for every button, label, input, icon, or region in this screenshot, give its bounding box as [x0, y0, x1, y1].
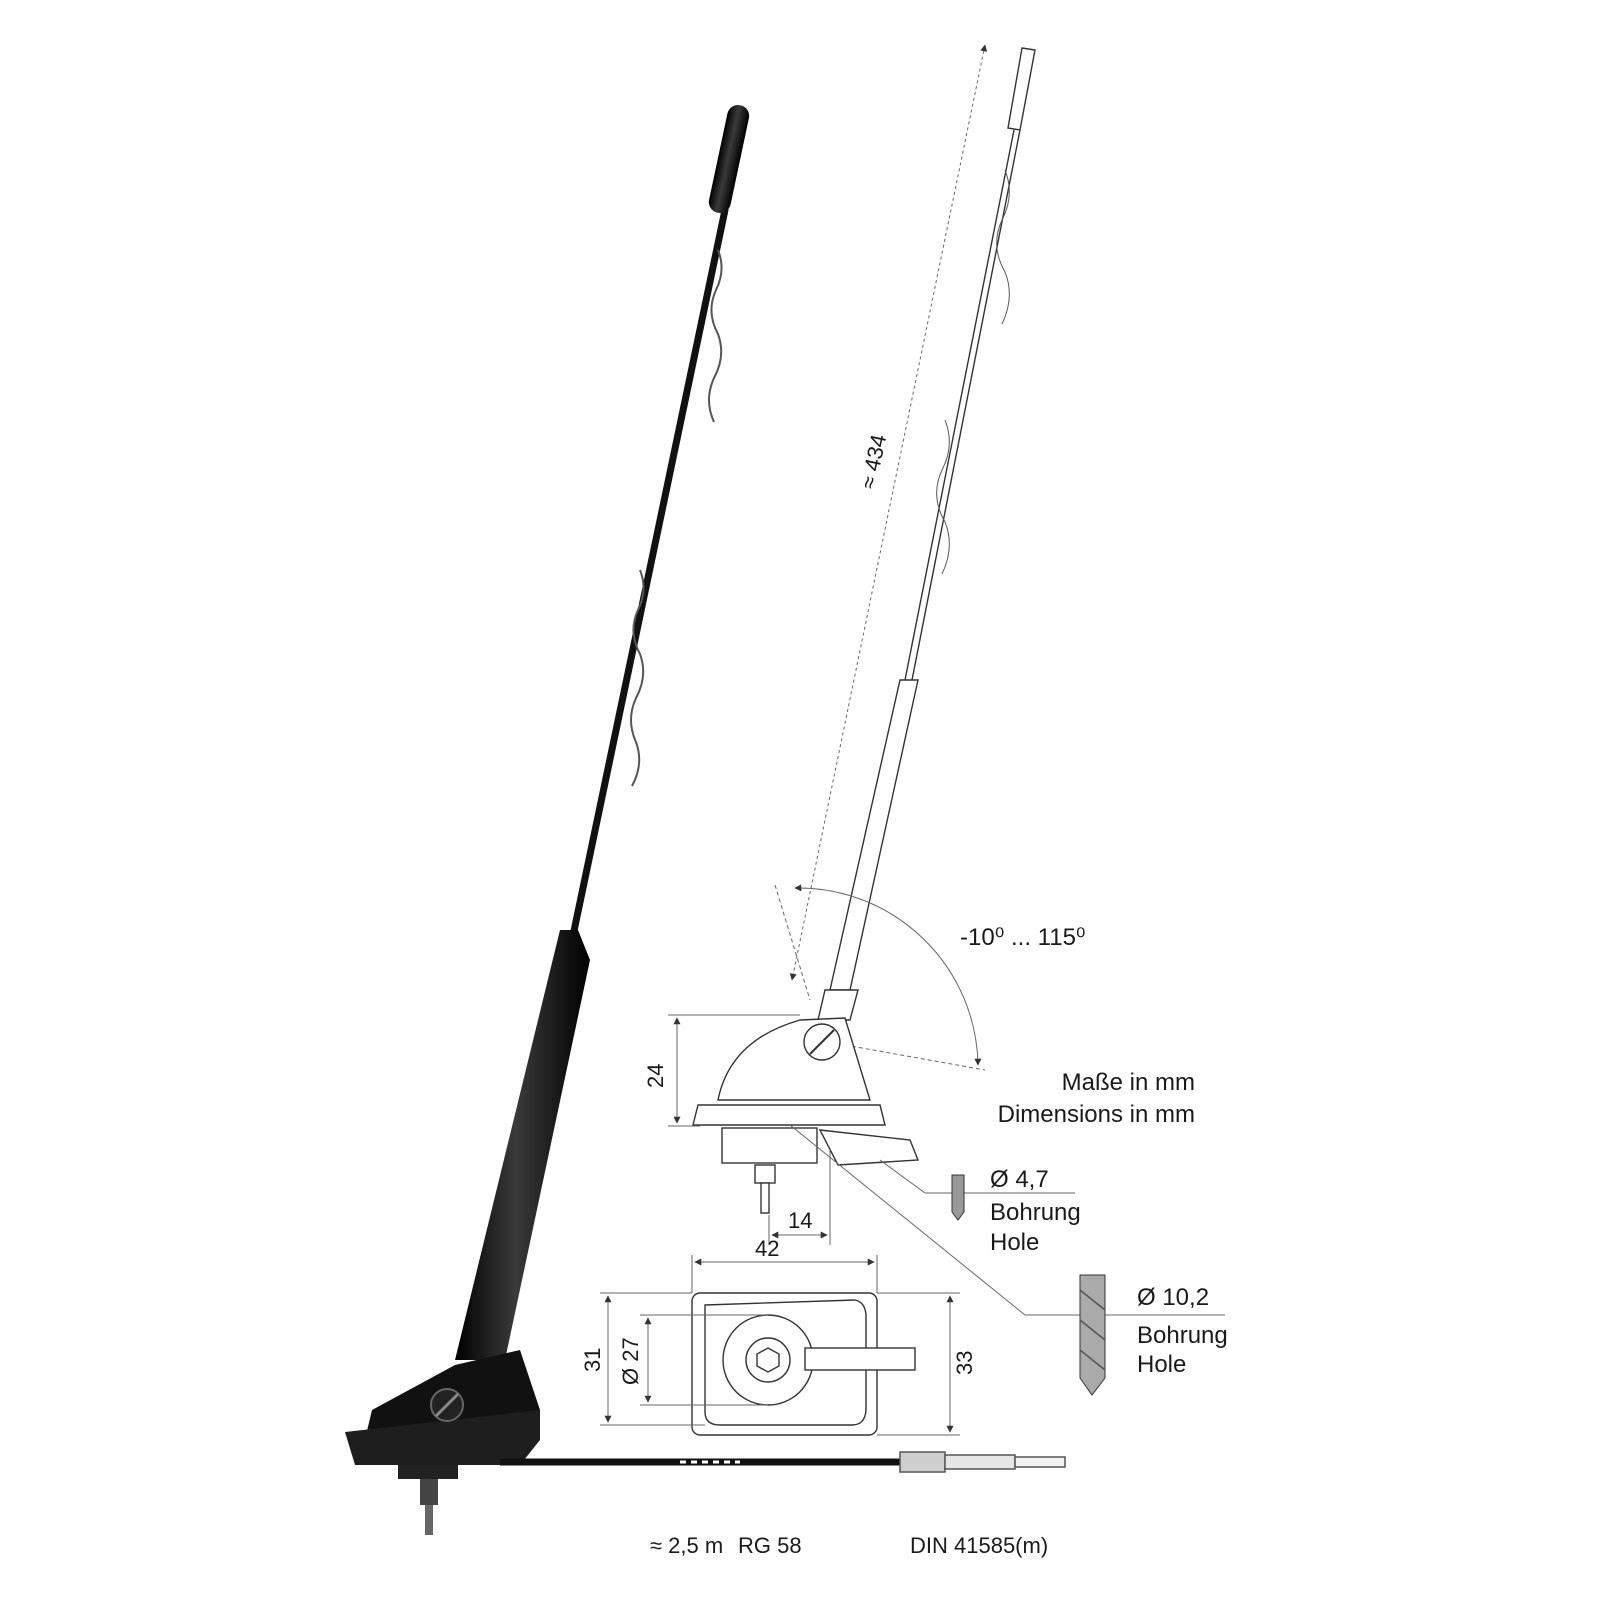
drawing-mast [817, 47, 1036, 1021]
cable-type-label: RG 58 [738, 1533, 802, 1558]
tilt-arc [794, 884, 982, 1066]
connector-standard-label: DIN 41585(m) [910, 1533, 1048, 1558]
large-drill-diameter: Ø 10,2 [1137, 1284, 1209, 1311]
small-drill-label-en: Hole [990, 1229, 1039, 1256]
drawing-base [692, 1017, 920, 1214]
base-height-label: 24 [643, 1064, 668, 1088]
foot-offset-label: 14 [788, 1208, 812, 1233]
technical-drawing: ≈ 434 -10⁰ ... 115⁰ 24 14 Ø 4, [580, 44, 1228, 1436]
mast-length-label: ≈ 434 [855, 432, 891, 491]
large-drill-label-en: Hole [1137, 1351, 1186, 1378]
small-drill-bit-icon [951, 1174, 965, 1221]
foot-top-view [691, 1292, 916, 1436]
small-drill-label-de: Bohrung [990, 1199, 1081, 1226]
antenna-mast [566, 206, 729, 954]
units-label-en: Dimensions in mm [998, 1101, 1195, 1128]
foot-width-label: 42 [755, 1236, 779, 1261]
antenna-sleeve [455, 930, 590, 1360]
foot-diameter-label: Ø 27 [618, 1337, 643, 1385]
antenna-tip-cap [708, 104, 750, 214]
mounting-stud [398, 1465, 458, 1479]
foot-depth-outer-label: 31 [580, 1348, 605, 1372]
din-connector [899, 1451, 1066, 1473]
units-label-de: Maße in mm [1062, 1069, 1195, 1096]
small-drill-diameter: Ø 4,7 [990, 1166, 1049, 1193]
foot-depth-total-label: 33 [952, 1351, 977, 1375]
cable-length-label: ≈ 2,5 m [650, 1533, 723, 1558]
mast-length-dimline [789, 44, 988, 981]
tilt-range-label: -10⁰ ... 115⁰ [960, 924, 1086, 951]
large-drill-label-de: Bohrung [1137, 1322, 1228, 1349]
antenna-photo [345, 104, 1066, 1535]
